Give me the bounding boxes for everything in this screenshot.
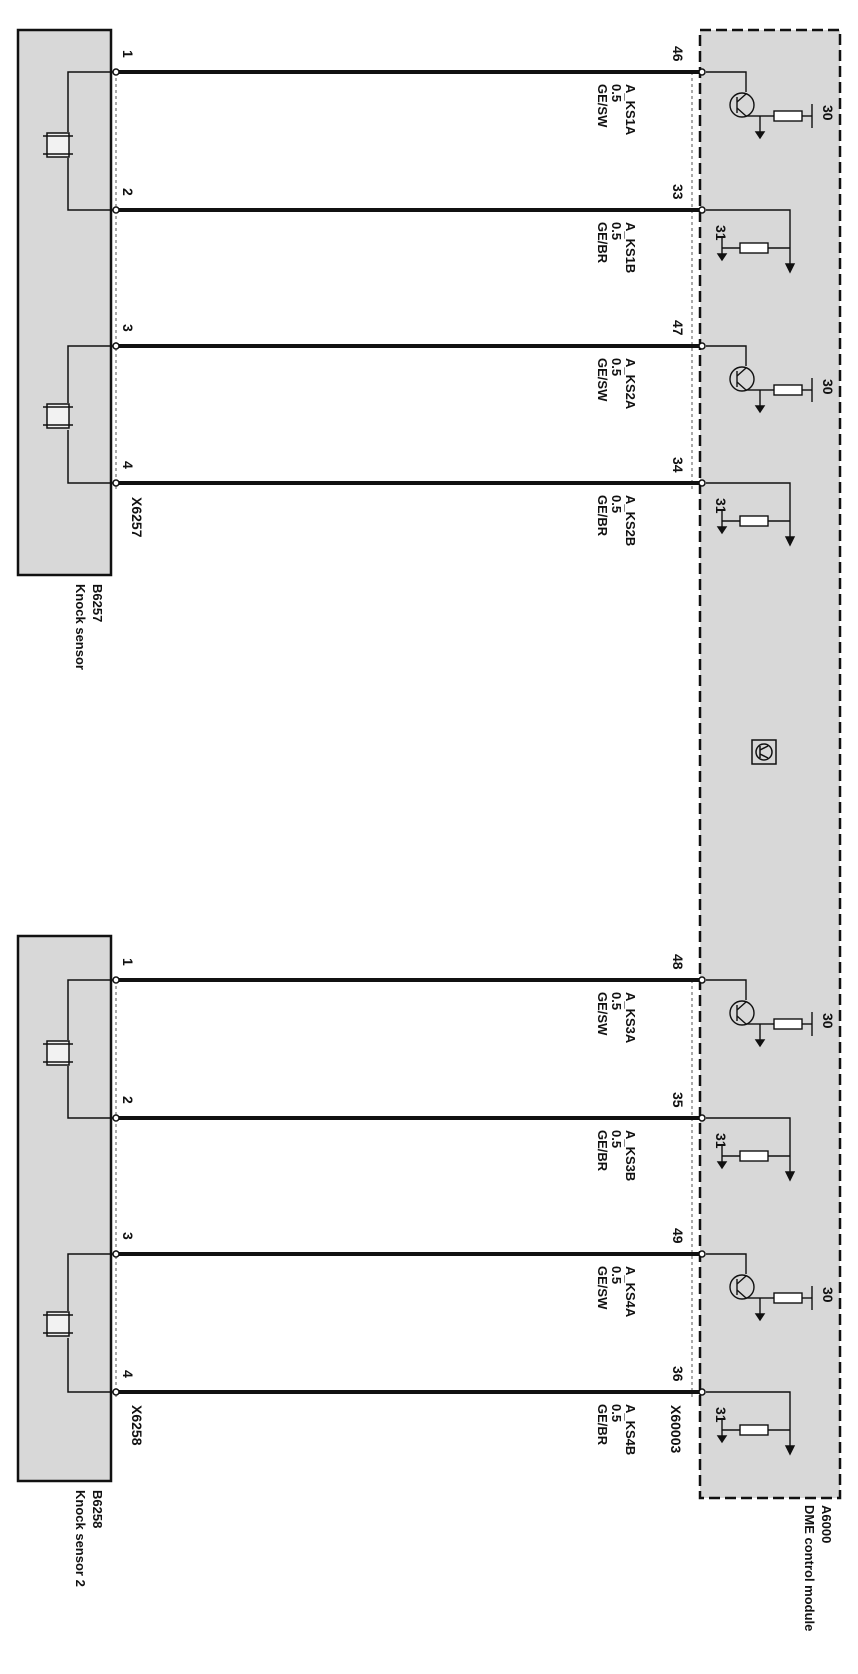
sensor-1-name: Knock sensor [73, 584, 88, 670]
transistor-icon [706, 71, 813, 140]
supply-label: 30 [820, 1013, 836, 1029]
wire-signal: A_KS2A [623, 358, 638, 410]
wire-gauge: 0.5 [609, 1266, 624, 1284]
wire-color: GE/SW [595, 992, 610, 1036]
wire-color: GE/SW [595, 1266, 610, 1310]
resistor-ground-icon [706, 482, 796, 547]
module-pin-number: 36 [670, 1366, 686, 1382]
resistor-ground-icon [706, 1117, 796, 1182]
module-pin-number: 47 [670, 320, 686, 336]
sensor-pin-number: 3 [120, 324, 136, 332]
wire-signal: A_KS3B [623, 1130, 638, 1181]
sensor-2-name: Knock sensor 2 [73, 1490, 88, 1587]
wire-color: GE/SW [595, 84, 610, 128]
sensor-pin-number: 3 [120, 1232, 136, 1240]
connector-terminal [112, 206, 120, 214]
module-pin-number: 48 [670, 954, 686, 970]
sensor-2-id: B6258 [90, 1490, 105, 1528]
piezo-icon [43, 1253, 116, 1393]
module-pin-number: 46 [670, 46, 686, 62]
module-pin-number: 35 [670, 1092, 686, 1108]
wire-signal: A_KS4B [623, 1404, 638, 1455]
connector-terminal [698, 342, 706, 350]
wire-color: GE/BR [595, 1130, 610, 1172]
resistor-ground-icon [706, 209, 796, 274]
ground-label: 31 [713, 225, 729, 241]
connector-terminal [112, 1388, 120, 1396]
piezo-icon [43, 71, 116, 211]
sensor-pin-number: 4 [120, 1370, 136, 1378]
module-pin-number: 49 [670, 1228, 686, 1244]
sensor-pin-number: 1 [120, 50, 136, 58]
connector-x6258-label: X6258 [129, 1405, 145, 1446]
sensor-pin-number: 2 [120, 188, 136, 196]
wire-signal: A_KS3A [623, 992, 638, 1044]
connector-terminal [112, 976, 120, 984]
module-pin-number: 33 [670, 184, 686, 200]
sensor-pin-number: 4 [120, 461, 136, 469]
connector-terminal [698, 206, 706, 214]
module-pin-number: 34 [670, 457, 686, 473]
wire-color: GE/BR [595, 1404, 610, 1446]
module-name: DME control module [802, 1505, 817, 1631]
wire-color: GE/BR [595, 495, 610, 537]
sensor-pin-number: 2 [120, 1096, 136, 1104]
piezo-icon [43, 979, 116, 1119]
wire-gauge: 0.5 [609, 1130, 624, 1148]
wire-signal: A_KS4A [623, 1266, 638, 1318]
wire-gauge: 0.5 [609, 84, 624, 102]
connector-terminal [698, 1114, 706, 1122]
ground-label: 31 [713, 498, 729, 514]
wire-gauge: 0.5 [609, 992, 624, 1010]
wire-signal: A_KS1A [623, 84, 638, 136]
connector-terminal [112, 1114, 120, 1122]
connector-terminal [698, 976, 706, 984]
connector-terminal [698, 1250, 706, 1258]
wire-color: GE/BR [595, 222, 610, 264]
connector-terminal [112, 342, 120, 350]
wire-signal: A_KS2B [623, 495, 638, 546]
supply-label: 30 [820, 105, 836, 121]
wire-signal: A_KS1B [623, 222, 638, 273]
connector-terminal [112, 68, 120, 76]
resistor-ground-icon [706, 1391, 796, 1456]
supply-label: 30 [820, 379, 836, 395]
piezo-icon [43, 345, 116, 484]
connector-terminal [698, 68, 706, 76]
knock-sensor-1-box [16, 28, 113, 577]
transistor-in-box-icon [751, 739, 777, 765]
wire-color: GE/SW [595, 358, 610, 402]
transistor-icon [706, 979, 813, 1048]
connector-x6257-label: X6257 [129, 497, 145, 538]
connector-terminal [112, 1250, 120, 1258]
supply-label: 30 [820, 1287, 836, 1303]
connector-x60003-label: X60003 [668, 1405, 684, 1453]
wire-gauge: 0.5 [609, 222, 624, 240]
wire-gauge: 0.5 [609, 495, 624, 513]
sensor-pin-number: 1 [120, 958, 136, 966]
knock-sensor-2-box [16, 934, 113, 1483]
module-id: A6000 [819, 1505, 834, 1543]
wire-gauge: 0.5 [609, 358, 624, 376]
wire-gauge: 0.5 [609, 1404, 624, 1422]
transistor-icon [706, 1253, 813, 1322]
connector-terminal [112, 479, 120, 487]
transistor-icon [706, 345, 813, 414]
ground-label: 31 [713, 1407, 729, 1423]
connector-terminal [698, 479, 706, 487]
connector-terminal [698, 1388, 706, 1396]
sensor-1-id: B6257 [90, 584, 105, 622]
ground-label: 31 [713, 1133, 729, 1149]
